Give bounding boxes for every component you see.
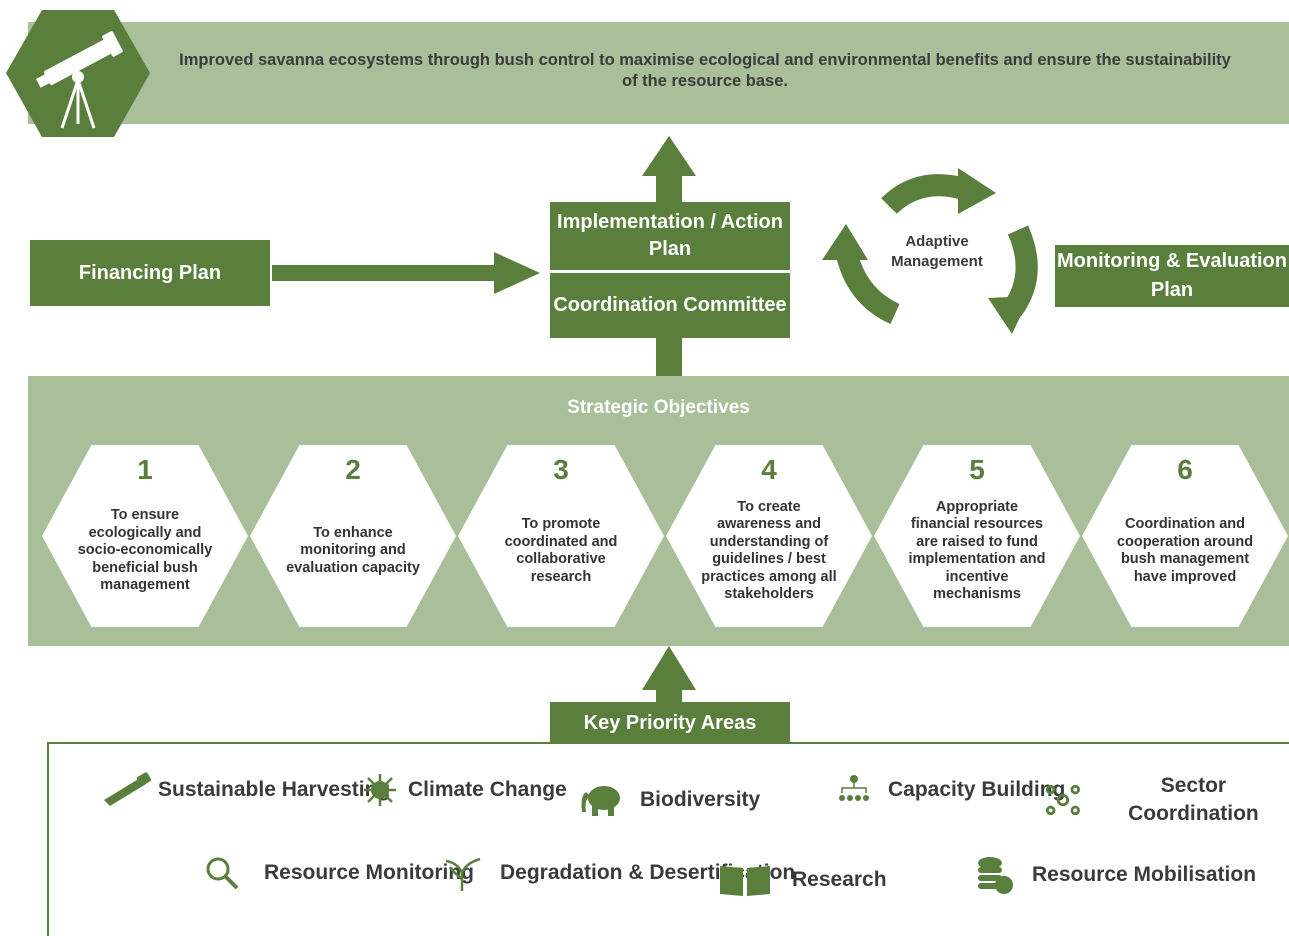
objective-hex-5: 5 Appropriate financial resources are ra… xyxy=(874,445,1080,627)
kpa-resource-monitoring: Resource Monitoring xyxy=(204,855,474,891)
objective-number: 2 xyxy=(345,454,361,485)
kpa-sector-coordination: Sector Coordination xyxy=(1044,772,1289,828)
objective-hex-2: 2 To enhance monitoring and evaluation c… xyxy=(250,445,456,627)
objective-number: 3 xyxy=(553,454,569,485)
kpa-label: Sector Coordination xyxy=(1128,774,1259,825)
arrow-to-vision xyxy=(656,172,682,204)
objective-number: 5 xyxy=(969,454,985,485)
arrow-to-vision-head xyxy=(642,136,696,176)
connector-objectives xyxy=(656,338,682,378)
objective-number: 6 xyxy=(1177,454,1193,485)
gears-icon xyxy=(1045,784,1080,816)
cycle-arrow-top xyxy=(881,174,972,215)
kpa-label: Climate Change xyxy=(408,778,567,801)
objective-text: To ensure ecologically and socio-economi… xyxy=(77,507,213,594)
coins-icon xyxy=(978,857,1013,894)
kpa-label: Resource Monitoring xyxy=(264,861,475,884)
objective-hex-1: 1 To ensure ecologically and socio-econo… xyxy=(42,445,248,627)
objective-number: 4 xyxy=(761,454,777,485)
objectives-band xyxy=(28,376,1289,646)
kpa-label: Sustainable Harvesting xyxy=(158,778,391,801)
objective-text: To promote coordinated and collaborative… xyxy=(504,516,618,585)
objectives-title: Strategic Objectives xyxy=(567,397,750,418)
cycle-head-right xyxy=(988,296,1030,334)
kpa-resource-mobilisation: Resource Mobilisation xyxy=(974,855,1256,895)
arrow-financing xyxy=(272,265,498,281)
objective-text: Appropriate financial resources are rais… xyxy=(908,498,1046,603)
arrow-financing-head xyxy=(494,252,540,294)
financing-plan-box: Financing Plan xyxy=(30,240,270,306)
objective-text: To create awareness and understanding of… xyxy=(701,498,837,603)
kpa-climate-change: Climate Change xyxy=(362,772,567,808)
kpa-label: Capacity Building xyxy=(888,778,1066,801)
objective-hex-6: 6 Coordination and cooperation around bu… xyxy=(1082,445,1288,627)
kpa-capacity-building: Capacity Building xyxy=(836,772,1065,808)
book-icon xyxy=(720,866,770,896)
vision-statement: Improved savanna ecosystems through bush… xyxy=(179,51,1231,90)
objective-text: To enhance monitoring and evaluation cap… xyxy=(286,524,420,576)
telescope-icon xyxy=(6,10,150,137)
adaptive-management-label: Adaptive Management xyxy=(891,233,983,270)
objective-number: 1 xyxy=(137,454,153,485)
people-network-icon xyxy=(839,775,869,801)
kpa-biodiversity: Biodiversity xyxy=(578,782,760,818)
kpa-label: Resource Mobilisation xyxy=(1032,863,1257,886)
monitoring-evaluation-box: Monitoring & Evaluation Plan xyxy=(1055,245,1289,307)
kpa-sustainable-harvesting: Sustainable Harvesting xyxy=(100,772,390,808)
kpa-label: Biodiversity xyxy=(640,788,761,811)
objective-hex-4: 4 To create awareness and understanding … xyxy=(666,445,872,627)
saw-icon xyxy=(104,772,151,806)
magnifier-icon xyxy=(206,857,239,890)
kpa-label: Research xyxy=(792,868,887,891)
vision-banner xyxy=(28,22,1289,124)
kpa-research: Research xyxy=(718,862,887,898)
elephant-icon xyxy=(581,786,620,816)
priority-areas-title: Key Priority Areas xyxy=(550,702,790,744)
dry-tree-icon xyxy=(445,857,481,891)
cycle-head-left xyxy=(822,224,868,260)
objective-hex-3: 3 To promote coordinated and collaborati… xyxy=(458,445,664,627)
objective-text: Coordination and cooperation around bush… xyxy=(1116,516,1254,585)
implementation-box: Implementation / Action Plan xyxy=(550,202,790,270)
arrow-kpa-head xyxy=(642,646,696,690)
coordination-box: Coordination Committee xyxy=(550,273,790,338)
cycle-head-top xyxy=(958,168,996,214)
sun-icon xyxy=(364,774,396,806)
